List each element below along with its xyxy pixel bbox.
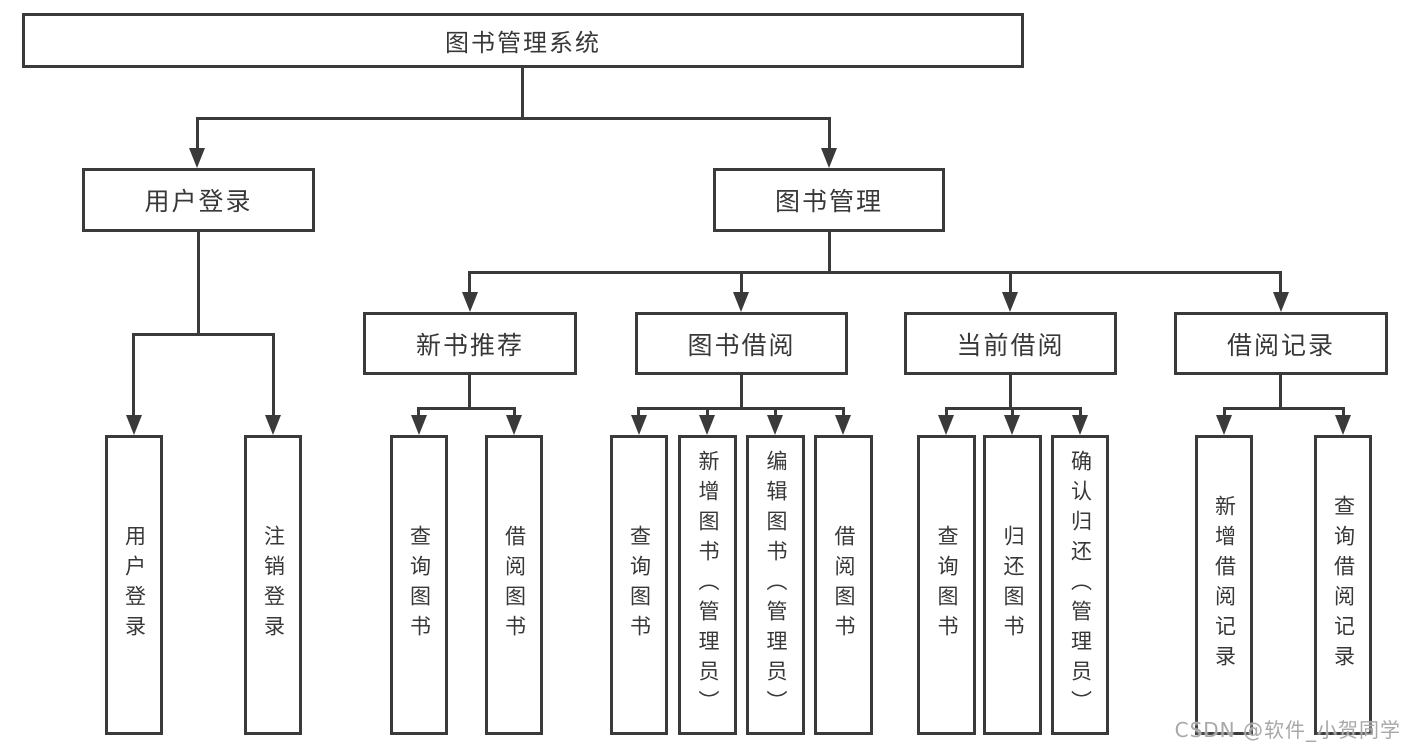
connector: [637, 407, 640, 419]
connector: [1279, 375, 1282, 409]
leaf-logout: 注销登录: [244, 435, 302, 735]
arrow-down-icon: [411, 415, 427, 435]
arrow-down-icon: [1002, 292, 1018, 312]
connector: [417, 407, 420, 419]
connector: [1342, 407, 1345, 419]
connector: [740, 271, 743, 295]
connector: [945, 407, 948, 419]
arrow-down-icon: [506, 415, 522, 435]
node-label: 图书管理: [774, 187, 883, 216]
node-label: 当前借阅: [956, 330, 1065, 360]
connector: [1079, 407, 1082, 419]
connector: [828, 117, 831, 150]
arrow-down-icon: [1273, 292, 1289, 312]
connector: [1009, 375, 1012, 409]
leaf-borrow-query-book: 查询图书: [610, 435, 668, 735]
node-label: 用户登录: [144, 187, 253, 216]
connector: [521, 68, 524, 120]
leaf-current-query-book: 查询图书: [917, 435, 976, 735]
arrow-down-icon: [1216, 415, 1232, 435]
connector: [1223, 407, 1345, 410]
connector: [196, 117, 199, 150]
leaf-recommend-query-book: 查询图书: [390, 435, 448, 735]
connector: [417, 407, 516, 410]
arrow-down-icon: [699, 415, 715, 435]
connector: [196, 117, 831, 120]
arrow-down-icon: [767, 415, 783, 435]
node-current-borrow: 当前借阅: [904, 312, 1117, 375]
leaf-current-return-book: 归还图书: [983, 435, 1042, 735]
node-new-book-recommend: 新书推荐: [363, 312, 577, 375]
node-user-login: 用户登录: [82, 168, 315, 232]
leaf-records-add-record: 新增借阅记录: [1195, 435, 1253, 735]
node-label: 图书借阅: [687, 330, 796, 360]
connector: [468, 271, 1282, 274]
csdn-watermark: CSDN @软件_小贺同学: [1174, 718, 1401, 742]
connector: [197, 232, 200, 336]
arrow-down-icon: [938, 415, 954, 435]
connector: [272, 333, 275, 417]
arrow-down-icon: [265, 415, 281, 435]
connector: [828, 232, 831, 274]
arrow-down-icon: [821, 148, 837, 168]
connector: [513, 407, 516, 419]
node-book-borrow: 图书借阅: [635, 312, 848, 375]
node-label: 新书推荐: [415, 330, 524, 360]
leaf-records-query-record: 查询借阅记录: [1314, 435, 1372, 735]
arrow-down-icon: [1072, 415, 1088, 435]
connector: [842, 407, 845, 419]
connector: [1011, 407, 1014, 419]
connector: [774, 407, 777, 419]
connector: [740, 375, 743, 409]
node-borrow-records: 借阅记录: [1174, 312, 1388, 375]
node-book-management: 图书管理: [713, 168, 945, 232]
connector: [132, 333, 135, 417]
arrow-down-icon: [733, 292, 749, 312]
leaf-user-login: 用户登录: [105, 435, 163, 735]
arrow-down-icon: [126, 415, 142, 435]
connector: [637, 407, 845, 410]
connector: [1009, 271, 1012, 295]
leaf-borrow-borrow-book: 借阅图书: [814, 435, 873, 735]
connector: [1279, 271, 1282, 295]
arrow-down-icon: [1004, 415, 1020, 435]
connector: [468, 375, 471, 409]
node-label: 图书管理系统: [445, 29, 601, 57]
node-label: 借阅记录: [1226, 330, 1335, 360]
leaf-recommend-borrow-book: 借阅图书: [485, 435, 543, 735]
leaf-current-confirm-return-admin: 确认归还（管理员）: [1051, 435, 1109, 735]
connector: [132, 333, 275, 336]
node-root-library-system: 图书管理系统: [22, 13, 1024, 68]
arrow-down-icon: [631, 415, 647, 435]
leaf-borrow-add-book-admin: 新增图书（管理员）: [678, 435, 737, 735]
connector: [706, 407, 709, 419]
arrow-down-icon: [835, 415, 851, 435]
connector: [1223, 407, 1226, 419]
connector: [468, 271, 471, 295]
arrow-down-icon: [1335, 415, 1351, 435]
arrow-down-icon: [462, 292, 478, 312]
arrow-down-icon: [189, 148, 205, 168]
leaf-borrow-edit-book-admin: 编辑图书（管理员）: [746, 435, 805, 735]
